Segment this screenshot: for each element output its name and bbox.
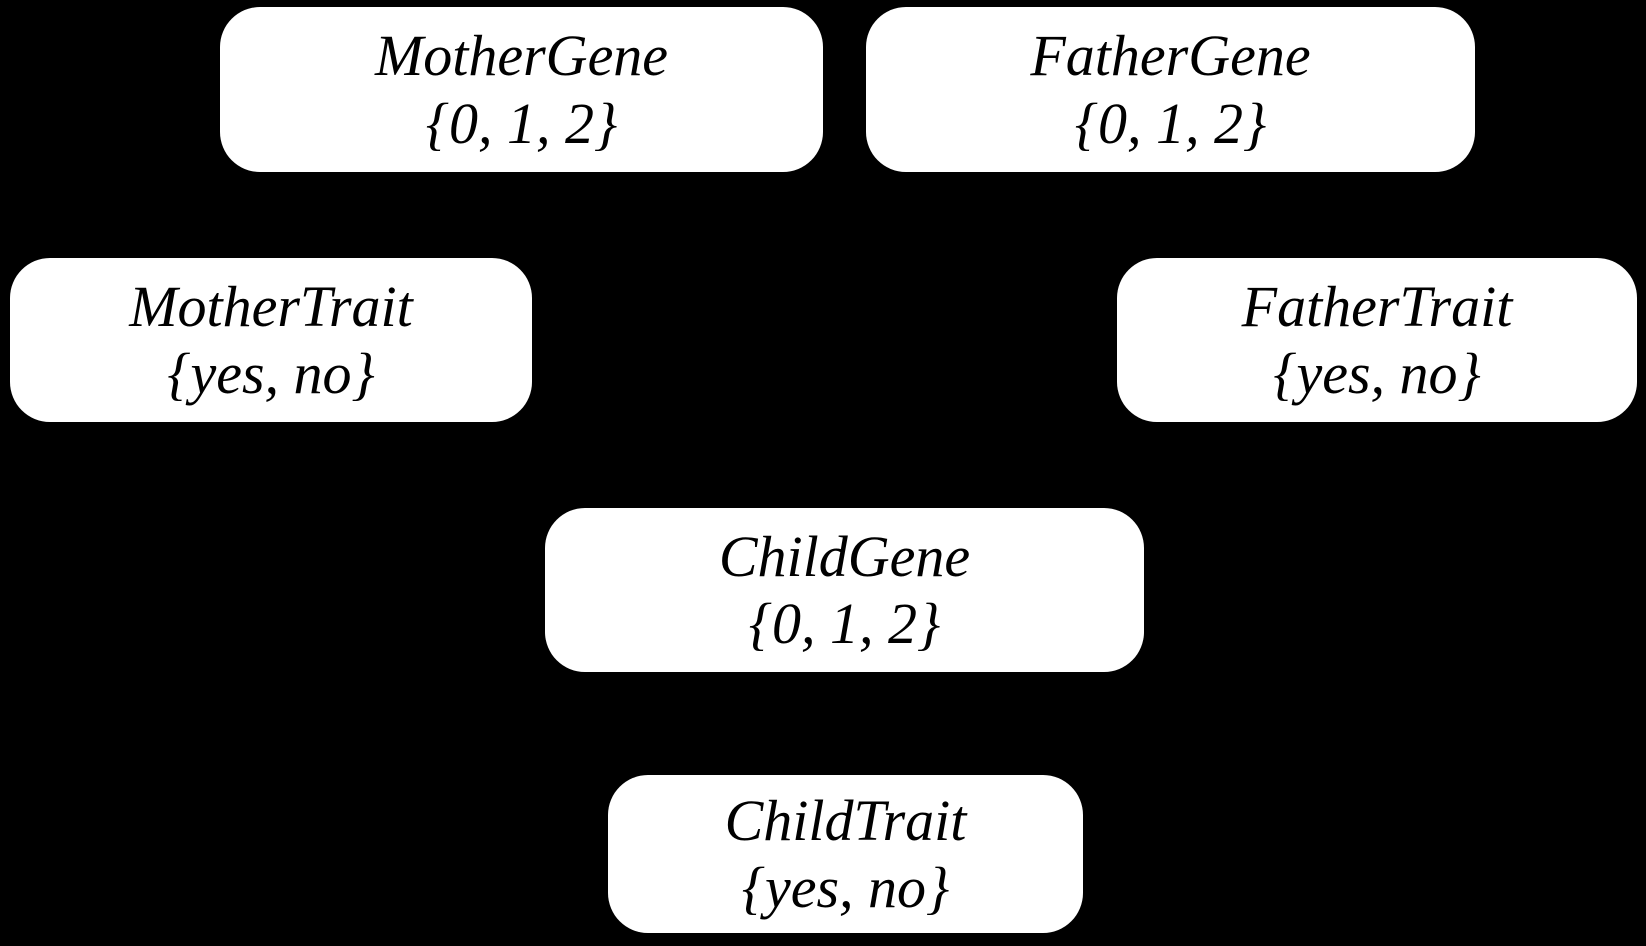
node-label: ChildTrait <box>724 787 967 853</box>
node-mother-gene: MotherGene {0, 1, 2} <box>220 7 823 172</box>
node-domain: {yes, no} <box>167 341 375 406</box>
node-label: MotherTrait <box>129 273 413 339</box>
node-domain: {0, 1, 2} <box>1074 90 1267 156</box>
node-label: ChildGene <box>718 523 971 589</box>
node-domain: {yes, no} <box>1273 341 1481 406</box>
node-father-gene: FatherGene {0, 1, 2} <box>866 7 1475 172</box>
node-domain: {0, 1, 2} <box>425 90 618 156</box>
node-father-trait: FatherTrait {yes, no} <box>1117 258 1637 422</box>
node-domain: {yes, no} <box>741 855 950 920</box>
node-label: FatherTrait <box>1241 273 1513 339</box>
node-label: FatherGene <box>1030 23 1311 89</box>
node-child-gene: ChildGene {0, 1, 2} <box>545 508 1144 672</box>
node-domain: {0, 1, 2} <box>748 591 941 656</box>
node-mother-trait: MotherTrait {yes, no} <box>10 258 532 422</box>
node-label: MotherGene <box>374 23 669 89</box>
node-child-trait: ChildTrait {yes, no} <box>608 775 1083 933</box>
